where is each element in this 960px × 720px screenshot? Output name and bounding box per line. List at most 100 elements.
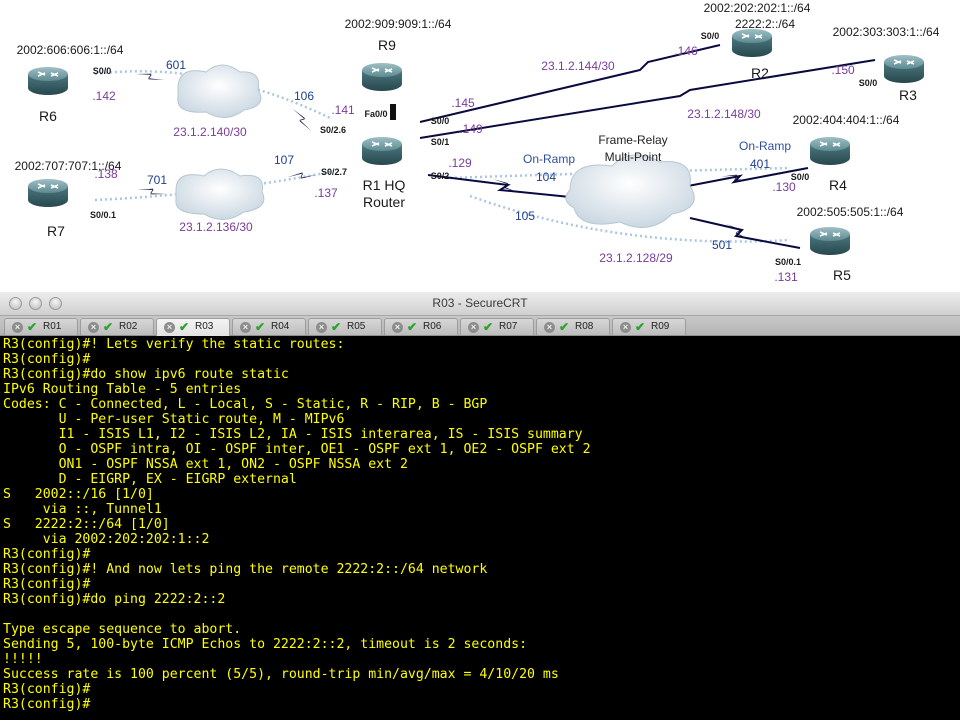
terminal-line: R3(config)# <box>3 352 91 367</box>
tab-r03[interactable]: × ✔ R03 <box>156 318 230 336</box>
port-r1-s027: S0/2.7 <box>321 167 347 177</box>
tab-r02[interactable]: × ✔ R02 <box>80 318 154 335</box>
r7-network: 2002:707:707:1::/64 <box>15 159 122 173</box>
connected-check-icon: ✔ <box>635 320 646 334</box>
port-r4: S0/0 <box>791 172 810 182</box>
terminal-line: Sending 5, 100-byte ICMP Echos to 2222:2… <box>3 637 528 652</box>
r6-name: R6 <box>39 108 57 124</box>
terminal-line: Codes: C - Connected, L - Local, S - Sta… <box>3 397 488 412</box>
terminal-line: IPv6 Routing Table - 5 entries <box>3 382 242 397</box>
router-r2-icon <box>731 28 773 58</box>
port-r2: S0/0 <box>701 31 720 41</box>
connected-check-icon: ✔ <box>407 320 418 334</box>
router-r1-icon <box>361 136 403 166</box>
window-titlebar[interactable]: R03 - SecureCRT <box>0 292 960 316</box>
port-r3: S0/0 <box>859 78 878 88</box>
tab-label: R06 <box>423 321 442 332</box>
tab-close-icon[interactable]: × <box>316 322 327 333</box>
terminal-output[interactable]: R3(config)#! Lets verify the static rout… <box>0 337 960 720</box>
connected-check-icon: ✔ <box>27 320 38 334</box>
network-topology-diagram: R6 R7 R9 R1 HQ Router R2 R3 R4 R5 2002:6… <box>0 0 960 292</box>
tab-close-icon[interactable]: × <box>88 322 99 333</box>
r1-name-line2: Router <box>363 194 405 210</box>
terminal-line: R3(config)# <box>3 697 91 712</box>
r5-network: 2002:505:505:1::/64 <box>797 205 904 219</box>
r3-name: R3 <box>899 87 917 103</box>
tab-r08[interactable]: × ✔ R08 <box>536 318 610 335</box>
router-r5-icon <box>809 226 851 256</box>
router-r9-icon <box>361 62 403 92</box>
terminal-line: Success rate is 100 percent (5/5), round… <box>3 667 559 682</box>
connected-check-icon: ✔ <box>103 320 114 334</box>
port-r9-fa: Fa0/0 <box>364 109 387 119</box>
terminal-line: via 2002:202:202:1::2 <box>3 532 210 547</box>
r4-name: R4 <box>829 177 847 193</box>
port-r6: S0/0 <box>93 66 112 76</box>
terminal-line: S 2222:2::/64 [1/0] <box>3 517 170 532</box>
tab-r06[interactable]: × ✔ R06 <box>384 318 458 335</box>
port-r7: S0/0.1 <box>90 210 116 220</box>
port-r1-s02: S0/2 <box>431 171 450 181</box>
router-r7-icon <box>27 178 69 208</box>
frame-relay-label-line2: Multi-Point <box>605 150 662 164</box>
dlci-r1-to-r6: 106 <box>294 89 314 103</box>
tab-close-icon[interactable]: × <box>392 322 403 333</box>
terminal-line: R3(config)#! Lets verify the static rout… <box>3 337 345 352</box>
tab-label: R01 <box>43 321 62 332</box>
r2-network-line2: 2222:2::/64 <box>735 17 795 31</box>
r9-name: R9 <box>378 37 396 53</box>
dlci-r1-fr-r4: 104 <box>536 170 556 184</box>
ethernet-link <box>390 104 396 120</box>
close-window-button[interactable] <box>9 297 22 310</box>
r4-network: 2002:404:404:1::/64 <box>793 113 900 127</box>
octet-r1-to-r7: .137 <box>314 186 338 200</box>
octet-r1-fr: .129 <box>448 156 472 170</box>
connected-check-icon: ✔ <box>179 320 190 334</box>
tab-close-icon[interactable]: × <box>544 322 555 333</box>
tab-r04[interactable]: × ✔ R04 <box>232 318 306 335</box>
connected-check-icon: ✔ <box>483 320 494 334</box>
dlci-r1-to-r7: 107 <box>274 153 294 167</box>
octet-r1-to-r2: .145 <box>451 96 475 110</box>
terminal-line: R3(config)# <box>3 547 91 562</box>
dlci-r7: 701 <box>147 173 167 187</box>
tab-r07[interactable]: × ✔ R07 <box>460 318 534 335</box>
terminal-line: R3(config)#do ping 2222:2::2 <box>3 592 226 607</box>
subnet-r1-r3: 23.1.2.148/30 <box>687 107 761 121</box>
session-tab-bar: × ✔ R01 × ✔ R02 × ✔ R03 × ✔ R04 × ✔ R05 … <box>0 316 960 336</box>
tab-r05[interactable]: × ✔ R05 <box>308 318 382 335</box>
router-r3-icon <box>883 54 925 84</box>
octet-r7: .138 <box>94 167 118 181</box>
subnet-r7-r1: 23.1.2.136/30 <box>179 220 253 234</box>
octet-r2: .146 <box>674 44 698 58</box>
terminal-line: R3(config)# <box>3 577 91 592</box>
terminal-line: O - OSPF intra, OI - OSPF inter, OE1 - O… <box>3 442 591 457</box>
minimize-window-button[interactable] <box>29 297 42 310</box>
tab-close-icon[interactable]: × <box>468 322 479 333</box>
octet-r6: .142 <box>92 89 116 103</box>
terminal-line: I1 - ISIS L1, I2 - ISIS L2, IA - ISIS in… <box>3 427 583 442</box>
tab-close-icon[interactable]: × <box>12 322 23 333</box>
tab-r09[interactable]: × ✔ R09 <box>612 318 686 335</box>
octet-r5: .131 <box>774 270 798 284</box>
tab-close-icon[interactable]: × <box>620 322 631 333</box>
securecrt-window: R03 - SecureCRT × ✔ R01 × ✔ R02 × ✔ R03 … <box>0 292 960 720</box>
cloud-r7 <box>175 168 265 220</box>
tab-close-icon[interactable]: × <box>240 322 251 333</box>
r5-name: R5 <box>833 267 851 283</box>
r2-name: R2 <box>751 65 769 81</box>
terminal-line: S 2002::/16 [1/0] <box>3 487 154 502</box>
tab-r01[interactable]: × ✔ R01 <box>4 318 78 335</box>
connected-check-icon: ✔ <box>255 320 266 334</box>
router-r4-icon <box>809 136 851 166</box>
terminal-line: ON1 - OSPF NSSA ext 1, ON2 - OSPF NSSA e… <box>3 457 408 472</box>
r2-network-line1: 2002:202:202:1::/64 <box>704 1 811 15</box>
cloud-r6 <box>177 64 262 118</box>
terminal-line <box>3 607 960 622</box>
zoom-window-button[interactable] <box>49 297 62 310</box>
tab-close-icon[interactable]: × <box>164 322 175 333</box>
connected-check-icon: ✔ <box>331 320 342 334</box>
port-r1-s026: S0/2.6 <box>320 125 346 135</box>
r6-network: 2002:606:606:1::/64 <box>17 43 124 57</box>
terminal-line: U - Per-user Static route, M - MIPv6 <box>3 412 345 427</box>
